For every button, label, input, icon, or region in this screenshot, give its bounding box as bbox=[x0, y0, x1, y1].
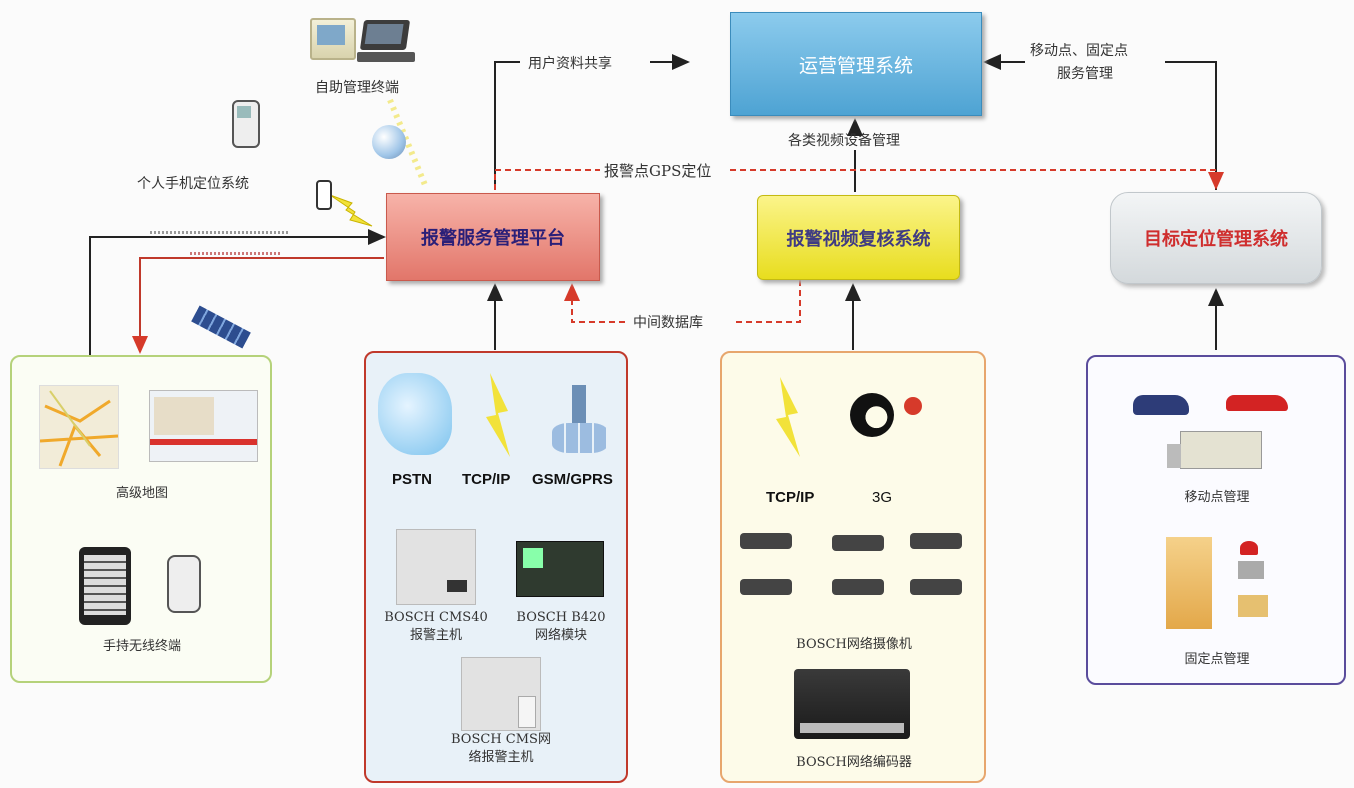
handheld-radio-icon bbox=[167, 555, 201, 613]
alarm-network-panel: PSTN TCP/IP GSM/GPRS BOSCH CMS40 报警主机 BO… bbox=[364, 351, 628, 783]
video-tcpip-lightning-icon bbox=[776, 377, 800, 457]
mobile-phone-icon bbox=[232, 100, 260, 148]
ops-management-node: 运营管理系统 bbox=[730, 12, 982, 116]
arrow-left-to-platform bbox=[89, 229, 386, 355]
3g-badge-icon bbox=[904, 397, 922, 415]
building-icon bbox=[1166, 537, 1212, 629]
box-sensor-icon bbox=[1238, 595, 1268, 617]
wire-note bbox=[190, 252, 280, 255]
encoder-device-icon bbox=[794, 669, 910, 739]
truck-icon bbox=[1167, 431, 1262, 469]
cms-network-label-1: BOSCH CMS网 bbox=[451, 732, 551, 747]
b420-label-1: BOSCH B420 bbox=[516, 610, 606, 625]
smartphone-icon bbox=[79, 547, 131, 625]
desktop-computer-icon bbox=[310, 18, 356, 60]
camera-group-icon bbox=[736, 529, 976, 609]
map-thumbnail-icon bbox=[39, 385, 119, 469]
target-locate-node: 目标定位管理系统 bbox=[1110, 192, 1322, 284]
antenna-phone-icon bbox=[316, 180, 332, 210]
alarm-platform-node: 报警服务管理平台 bbox=[386, 193, 600, 281]
personal-phone-locate-label: 个人手机定位系统 bbox=[137, 176, 249, 192]
alarm-tcpip-label: TCP/IP bbox=[462, 471, 511, 488]
car-blue-icon bbox=[1133, 395, 1189, 415]
arrow-user-share bbox=[494, 61, 520, 190]
wire-note bbox=[150, 231, 290, 234]
arrow-service-mgmt bbox=[1165, 61, 1217, 190]
cms-network-device-icon bbox=[461, 657, 541, 731]
dashed-gps bbox=[494, 169, 1216, 190]
cms40-label-1: BOSCH CMS40 bbox=[384, 610, 488, 625]
arrow-platform-to-left bbox=[132, 257, 384, 354]
gps-alarm-label: 报警点GPS定位 bbox=[604, 162, 712, 180]
video-tcpip-label: TCP/IP bbox=[766, 489, 815, 506]
user-data-share-label: 用户资料共享 bbox=[528, 56, 612, 72]
laptop-base-icon bbox=[357, 52, 415, 62]
map-screen-icon bbox=[149, 390, 258, 462]
laptop-icon bbox=[359, 20, 411, 50]
video-review-node: 报警视频复核系统 bbox=[757, 195, 960, 280]
target-point-panel: 移动点管理 固定点管理 bbox=[1086, 355, 1346, 685]
cms-network-label-2: 络报警主机 bbox=[468, 750, 534, 765]
gsm-tower-icon bbox=[552, 375, 608, 455]
video-device-mgmt-label: 各类视频设备管理 bbox=[788, 133, 900, 149]
globe-icon bbox=[372, 125, 406, 159]
gsm-gprs-label: GSM/GPRS bbox=[532, 471, 613, 488]
b420-module-icon bbox=[516, 541, 604, 597]
fixed-point-label: 固定点管理 bbox=[1184, 652, 1250, 667]
lightning-phone bbox=[329, 194, 373, 227]
3g-label: 3G bbox=[872, 489, 893, 506]
car-red-icon bbox=[1226, 395, 1288, 411]
mobile-point-label: 移动点管理 bbox=[1184, 490, 1250, 505]
service-mgmt-label-1: 移动点、固定点 bbox=[1030, 43, 1128, 59]
pstn-label: PSTN bbox=[392, 471, 433, 488]
dashed-middle-db bbox=[572, 280, 801, 323]
b420-label-2: 网络模块 bbox=[534, 628, 587, 643]
camera-label: BOSCH网络摄像机 bbox=[796, 637, 912, 652]
self-service-terminal-label: 自助管理终端 bbox=[315, 80, 399, 96]
handheld-label: 手持无线终端 bbox=[102, 639, 181, 654]
tcpip-lightning-icon bbox=[486, 373, 510, 457]
middle-db-label: 中间数据库 bbox=[633, 315, 703, 331]
left-terminal-panel: 高级地图 手持无线终端 bbox=[10, 355, 272, 683]
cms40-device-icon bbox=[396, 529, 476, 605]
pstn-cloud-icon bbox=[378, 373, 452, 455]
3g-logo-icon bbox=[850, 393, 894, 437]
cms40-label-2: 报警主机 bbox=[409, 628, 462, 643]
service-mgmt-label-2: 服务管理 bbox=[1057, 66, 1113, 82]
speaker-icon bbox=[1238, 561, 1264, 579]
alarm-light-icon bbox=[1240, 541, 1258, 555]
map-label: 高级地图 bbox=[115, 486, 168, 501]
encoder-label: BOSCH网络编码器 bbox=[796, 755, 912, 770]
video-network-panel: TCP/IP 3G BOSCH网络摄像机 BOSCH网络编码器 bbox=[720, 351, 986, 783]
